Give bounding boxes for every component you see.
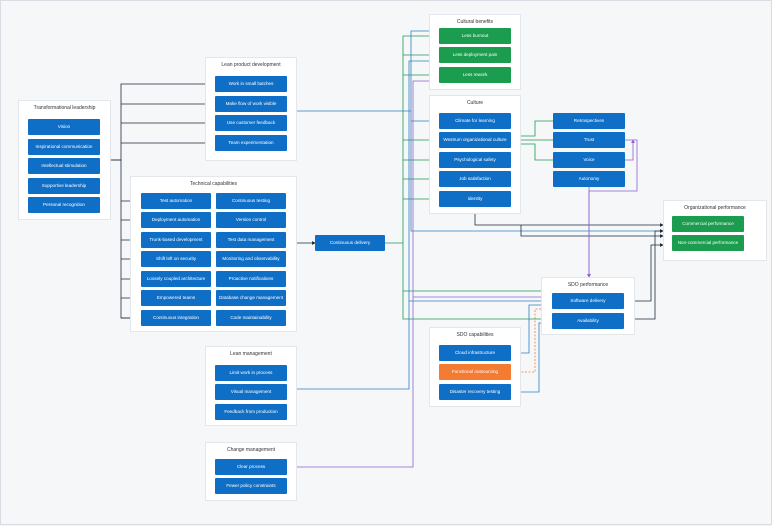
node-continuous-testing[interactable]: Continuous testing: [216, 193, 286, 209]
node-identity[interactable]: Identity: [439, 191, 511, 207]
panel-title: Organizational performance: [684, 205, 746, 211]
connector-31: [510, 120, 553, 138]
node-make-flow-visible[interactable]: Make flow of work visible: [215, 96, 287, 112]
node-version-control[interactable]: Version control: [216, 212, 286, 228]
panel-title: Transformational leadership: [33, 105, 96, 111]
node-loosely-coupled-architecture[interactable]: Loosely coupled architecture: [141, 271, 211, 287]
node-job-satisfaction[interactable]: Job satisfaction: [439, 171, 511, 187]
connector-33: [510, 142, 553, 161]
node-autonomy[interactable]: Autonomy: [553, 171, 625, 187]
panel-title: Lean product development: [221, 62, 281, 68]
node-software-delivery[interactable]: Software delivery: [552, 293, 624, 309]
node-voice[interactable]: Voice: [553, 152, 625, 168]
node-work-in-small-batches[interactable]: Work in small batches: [215, 76, 287, 92]
node-psychological-safety[interactable]: Psychological safety: [439, 152, 511, 168]
node-continuous-delivery[interactable]: Continuous delivery: [315, 235, 385, 251]
connector-22: [287, 110, 440, 123]
node-climate-for-learning[interactable]: Climate for learning: [439, 113, 511, 129]
panel-title: Cultural benefits: [456, 19, 494, 25]
node-test-automation[interactable]: Test automation: [141, 193, 211, 209]
node-visual-management[interactable]: Visual management: [215, 384, 287, 400]
node-feedback-from-production[interactable]: Feedback from production: [215, 404, 287, 420]
connector-25: [287, 59, 440, 390]
connector-30: [520, 225, 664, 238]
node-test-data-management[interactable]: Test data management: [216, 232, 286, 248]
node-monitoring-observability[interactable]: Monitoring and observability: [216, 251, 286, 267]
node-code-maintainability[interactable]: Code maintainability: [216, 310, 286, 326]
connector-27: [287, 79, 440, 468]
node-non-commercial-performance[interactable]: Non-commercial performance: [672, 235, 744, 251]
node-fewer-policy-constraints[interactable]: Fewer policy constraints: [215, 478, 287, 494]
node-availability[interactable]: Availability: [552, 313, 624, 329]
node-less-burnout[interactable]: Less burnout: [439, 28, 511, 44]
connector-38: [635, 229, 664, 320]
node-empowered-teams[interactable]: Empowered teams: [141, 290, 211, 306]
node-team-experimentation[interactable]: Team experimentation: [215, 135, 287, 151]
node-deployment-automation[interactable]: Deployment automation: [141, 212, 211, 228]
connector-37: [635, 243, 664, 302]
node-database-change-management[interactable]: Database change management: [216, 290, 286, 306]
panel-title: SDO performance: [567, 282, 609, 288]
node-supportive-leadership[interactable]: Supportive leadership: [28, 178, 100, 194]
node-continuous-integration[interactable]: Continuous integration: [141, 310, 211, 326]
node-commercial-performance[interactable]: Commercial performance: [672, 216, 744, 232]
panel-title: Lean management: [230, 351, 272, 357]
node-shift-left-security[interactable]: Shift left on security: [141, 251, 211, 267]
node-personal-recognition[interactable]: Personal recognition: [28, 197, 100, 213]
node-westrum-culture[interactable]: Westrum organizational culture: [439, 132, 511, 148]
connector-13: [385, 34, 440, 244]
connector-24: [410, 121, 664, 233]
connector-35: [625, 139, 635, 161]
node-trunk-based-development[interactable]: Trunk-based development: [141, 232, 211, 248]
node-inspirational-communication[interactable]: Inspirational communication: [28, 139, 100, 155]
node-disaster-recovery-testing[interactable]: Disaster recovery testing: [439, 384, 511, 400]
node-proactive-notifications[interactable]: Proactive notifications: [216, 271, 286, 287]
connector-21: [403, 290, 554, 302]
node-use-customer-feedback[interactable]: Use customer feedback: [215, 115, 287, 131]
connector-0: [111, 82, 216, 161]
node-vision[interactable]: Vision: [28, 119, 100, 135]
panel-title: Culture: [466, 100, 484, 106]
node-less-rework[interactable]: Less rework: [439, 67, 511, 83]
node-clear-process[interactable]: Clear process: [215, 459, 287, 475]
node-cloud-infrastructure[interactable]: Cloud infrastructure: [439, 345, 511, 361]
node-retrospectives[interactable]: Retrospectives: [553, 113, 625, 129]
node-limit-wip[interactable]: Limit work in process: [215, 365, 287, 381]
connector-20: [402, 243, 553, 321]
panel-title: Change management: [226, 447, 276, 453]
panel-title: Technical capabilities: [190, 181, 237, 187]
panel-title: SDO capabilities: [456, 332, 494, 338]
node-functional-outsourcing[interactable]: Functional outsourcing: [439, 364, 511, 380]
node-trust[interactable]: Trust: [553, 132, 625, 148]
node-intellectual-stimulation[interactable]: Intellectual stimulation: [28, 158, 100, 174]
node-less-deployment-pain[interactable]: Less deployment pain: [439, 47, 511, 63]
